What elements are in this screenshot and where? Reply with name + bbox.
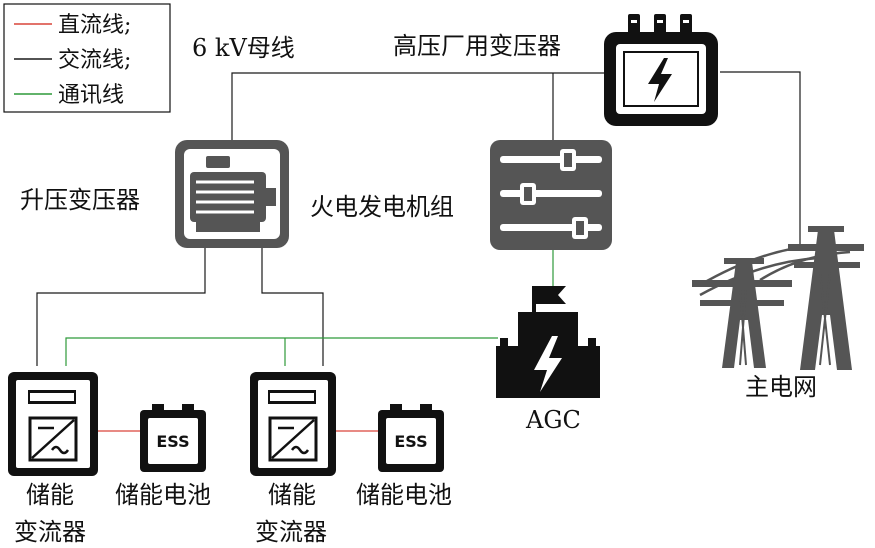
battery2-label: 储能电池 (356, 481, 452, 509)
legend-comm-label: 通讯线 (58, 83, 124, 108)
pcs1-label-line2: 变流器 (14, 518, 86, 546)
motor-transformer-icon (175, 140, 289, 248)
agc-label: AGC (525, 406, 581, 434)
hv-aux-to-grid-line (720, 71, 801, 245)
inverter-icon-1 (8, 372, 98, 476)
stepup-to-pcs2-line (261, 248, 324, 366)
comm-lines (65, 250, 554, 366)
ac-lines (36, 71, 801, 366)
battery-ess-icon-1: ESS (140, 404, 206, 472)
agc-building-icon (496, 286, 600, 398)
bus-6kv-line (231, 72, 607, 140)
pcs2-label-line2: 变流器 (255, 518, 327, 546)
sliders-control-icon (490, 140, 612, 250)
battery1-label: 储能电池 (115, 481, 211, 509)
main-grid-label: 主电网 (745, 373, 817, 401)
hv-aux-transformer-label: 高压厂用变压器 (393, 32, 561, 60)
pcs2-label-line1: 储能 (268, 481, 316, 509)
legend: 直流线; 交流线; 通讯线 (3, 3, 171, 113)
step-up-transformer-label: 升压变压器 (20, 186, 140, 214)
thermal-generator-label: 火电发电机组 (310, 193, 454, 221)
stepup-to-pcs1-line (36, 248, 206, 366)
comm-bus-line (65, 337, 498, 366)
transformer-lightning-icon (604, 14, 718, 126)
legend-dc-label: 直流线; (58, 13, 131, 38)
inverter-icon-2 (250, 372, 336, 476)
transmission-tower-icon (692, 226, 864, 370)
battery-ess-icon-2: ESS (378, 404, 444, 472)
pcs1-label-line1: 储能 (26, 481, 74, 509)
legend-ac-label: 交流线; (58, 48, 131, 73)
ess-text-1: ESS (156, 432, 189, 451)
bus-6kv-label: 6 kV母线 (192, 34, 295, 62)
ess-text-2: ESS (394, 432, 427, 451)
